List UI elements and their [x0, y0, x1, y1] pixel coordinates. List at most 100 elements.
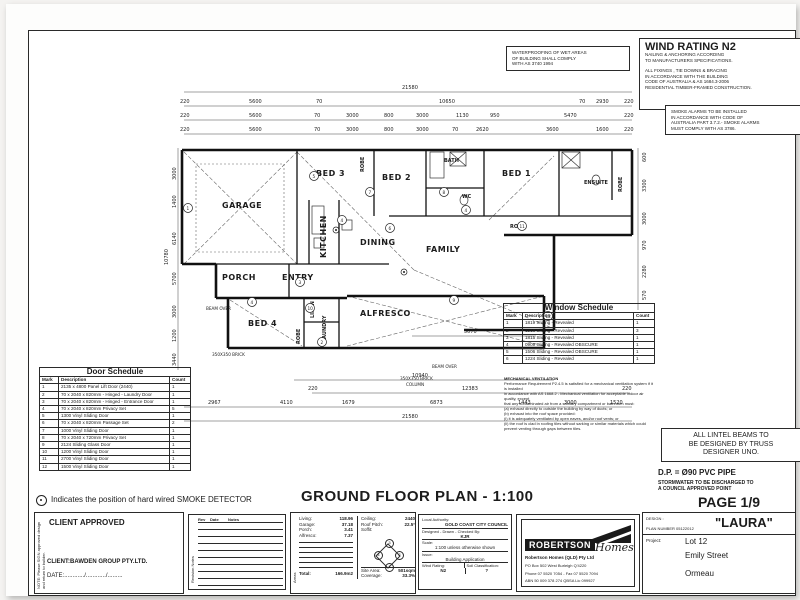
page-number: PAGE 1/9 — [698, 494, 760, 510]
scale-value: 1:100 unless otherwise shown — [422, 545, 508, 552]
dim: 6140 — [172, 232, 178, 245]
soil-class-value: ? — [464, 568, 509, 574]
design-block: DESIGN : "LAURA" PLAN NUMBER 05122012 Pr… — [642, 512, 796, 594]
dim: 950 — [490, 113, 500, 119]
note-line: RESIDENTIAL TIMBER-FRAMED CONSTRUCTION. — [645, 84, 752, 90]
annot-beam-over-2: BEAM OVER — [432, 364, 457, 369]
local-authority: GOLD COAST CITY COUNCIL — [422, 522, 508, 529]
dim: 1600 — [596, 127, 609, 133]
note-line: TO MANUFACTURERS SPECIFICATIONS. — [645, 57, 733, 63]
dim: 70 — [316, 99, 322, 105]
builder-block: ROBERTSON Homes Robertson Homes (QLD) Pt… — [516, 514, 640, 592]
dim: 3000 — [172, 305, 178, 318]
annot-brick-column-3: 350X350 BRICK — [212, 352, 245, 357]
dim: 5600 — [249, 113, 262, 119]
svg-text:8: 8 — [443, 190, 446, 195]
revision-rule-lines — [198, 523, 283, 586]
svg-text:2: 2 — [321, 340, 324, 345]
room-label-dining: DINING — [360, 238, 396, 247]
dim: 3600 — [546, 127, 559, 133]
room-label-robe-ens: ROBE — [618, 176, 624, 192]
dim: 800 — [384, 127, 394, 133]
dim: 3440 — [172, 353, 178, 366]
project-line: Ormeau — [685, 569, 714, 578]
plan-title: GROUND FLOOR PLAN - 1:100 — [301, 488, 534, 505]
svg-text:4: 4 — [465, 208, 468, 213]
authority-block: Local Authority: GOLD COAST CITY COUNCIL… — [418, 514, 512, 590]
svg-text:1: 1 — [187, 206, 190, 211]
dim: 1443 — [518, 400, 531, 406]
lintel-note: ALL LINTEL BEAMS TO BE DESIGNED BY TRUSS… — [661, 428, 800, 462]
dim: 2280 — [642, 265, 648, 278]
note-line: ALL FIXINGS , TIE DOWNS & BRACING — [645, 68, 728, 73]
dim: 220 — [308, 386, 318, 392]
note-line: IN ACCORDANCE WITH CODE OF — [671, 114, 744, 120]
dim: 1400 — [172, 195, 178, 208]
note-line: WITH AS 3740 1994 — [512, 61, 554, 66]
note-line: OF BUILDING SHALL COMPLY — [512, 55, 577, 61]
client-date-line: DATE:............/............/......... — [47, 573, 123, 579]
dim: 570 — [642, 290, 648, 300]
dim: 70 — [452, 127, 458, 133]
svg-text:3: 3 — [299, 280, 302, 285]
room-label-bed1: BED 1 — [502, 169, 531, 178]
design-name: "LAURA" — [715, 515, 773, 530]
room-label-kitchen: KITCHEN — [319, 215, 328, 258]
note-line: CODE OF AUSTRALIA & AS 1684.3-2006 — [645, 79, 730, 84]
dim: 220 — [180, 127, 190, 133]
door-schedule-title: Door Schedule — [39, 366, 191, 378]
dim-alfresco: 5070 — [464, 329, 477, 335]
note-line: MUST COMPLY WITH AS 3786. — [671, 125, 736, 131]
note-line: IN ACCORDANCE WITH THE BUILDING — [645, 73, 728, 79]
project-line: Lot 12 — [685, 537, 708, 546]
svg-text:4: 4 — [341, 218, 344, 223]
client-name-line: CLIENT:BAWDEN GROUP PTY.LTD. — [47, 559, 148, 565]
room-label-garage: GARAGE — [222, 201, 262, 210]
dim: 220 — [180, 99, 190, 105]
dim: 5600 — [249, 99, 262, 105]
dim: 70 — [314, 127, 320, 133]
svg-text:9: 9 — [453, 298, 456, 303]
dim: 6873 — [430, 400, 443, 406]
dim-overall-top: 21580 — [402, 85, 418, 91]
revision-block: Revision Notes Rev Date Notes — [188, 514, 286, 590]
areas-block: Areas Living:118.96 Garage:37.18 Porch:3… — [290, 512, 416, 594]
dim: 600 — [642, 152, 648, 162]
dim: 220 — [624, 99, 634, 105]
dim: 1520 — [610, 400, 623, 406]
room-label-ensuite: ENSUITE — [584, 180, 609, 186]
dim: 3000 — [416, 127, 429, 133]
paper-sheet: WATERPROOFING OF WET AREAS OF BUILDING S… — [6, 4, 800, 596]
dim: 70 — [579, 99, 585, 105]
dim: 3000 — [346, 113, 359, 119]
revision-side-label: Revision Notes — [190, 556, 195, 583]
door-marks: 1 2 3 4 4 4 5 6 7 8 9 10 11 12 — [183, 171, 553, 347]
dim: 12383 — [462, 386, 478, 392]
interior-walls — [182, 150, 632, 348]
dim: 1679 — [342, 400, 355, 406]
svg-text:10: 10 — [308, 306, 314, 311]
smoke-detector-legend: Indicates the position of hard wired SMO… — [36, 495, 252, 506]
dim-overall-bottom: 21580 — [402, 414, 418, 420]
dim: 220 — [624, 113, 634, 119]
room-label-laundry: LAUNDRY — [322, 315, 328, 342]
builder-brand2: Homes — [595, 541, 634, 554]
room-label-alfresco: ALFRESCO — [360, 309, 411, 318]
issue-value: Building Application — [422, 557, 508, 563]
dim: 2930 — [596, 99, 609, 105]
plan-number: PLAN NUMBER 05122012 — [646, 526, 694, 531]
dim: 3000 — [564, 400, 577, 406]
areas-side-label: Areas — [292, 572, 297, 583]
note-line: NAILING & ANCHORING ACCORDING — [645, 52, 725, 57]
svg-text:11: 11 — [520, 224, 526, 229]
svg-text:5: 5 — [313, 174, 316, 179]
